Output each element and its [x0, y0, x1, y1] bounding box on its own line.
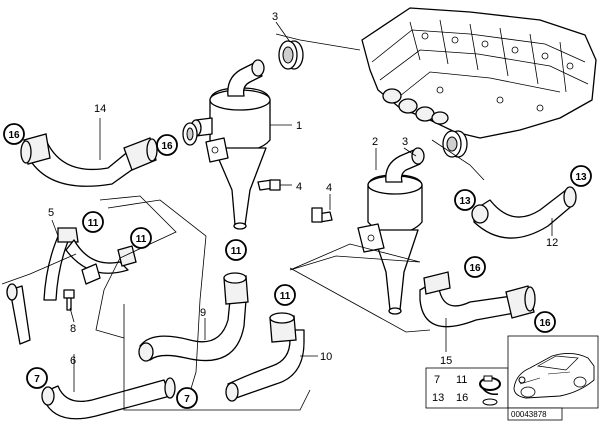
label-3-upper: 3 [272, 11, 278, 23]
svg-text:13: 13 [459, 196, 471, 207]
svg-text:16: 16 [8, 130, 20, 141]
hose-clamp-a [182, 122, 198, 146]
legend-16: 16 [456, 392, 468, 404]
svg-text:16: 16 [161, 141, 173, 152]
legend-11: 11 [456, 374, 467, 386]
part-numbers: 3 1 2 3 4 4 14 12 5 8 6 9 10 15 [48, 11, 558, 367]
svg-text:00043878: 00043878 [511, 410, 547, 419]
hose-5-assembly [43, 227, 137, 301]
label-5: 5 [48, 207, 54, 219]
clamp-icon [479, 375, 501, 406]
callout-16-middle: 16 [156, 134, 178, 156]
label-10: 10 [320, 351, 332, 363]
reference-number: 00043878 [507, 407, 563, 421]
label-4-lower: 4 [326, 182, 332, 194]
hose-12 [471, 186, 577, 239]
hose-15 [419, 271, 536, 328]
label-6: 6 [70, 355, 76, 367]
svg-text:11: 11 [136, 234, 147, 245]
svg-text:13: 13 [575, 172, 587, 183]
bolt-8 [63, 289, 75, 311]
hose-9 [138, 272, 249, 362]
label-9: 9 [200, 307, 206, 319]
hose-10 [225, 312, 305, 402]
hose-14 [20, 133, 158, 187]
seal-ring-upper [278, 40, 304, 70]
seal-ring-lower [442, 130, 468, 158]
callout-13-right: 13 [570, 165, 592, 187]
callout-16-right-upper: 16 [464, 256, 486, 278]
oil-separator-1 [190, 59, 271, 230]
oil-pan-housing [361, 7, 597, 139]
label-3-lower: 3 [402, 136, 408, 148]
oil-separator-2 [357, 147, 425, 315]
label-14: 14 [94, 103, 106, 115]
svg-text:7: 7 [34, 374, 40, 385]
leader-lines [1, 21, 553, 411]
label-2: 2 [372, 136, 378, 148]
legend-7: 7 [434, 374, 440, 386]
callout-16-left: 16 [3, 123, 25, 145]
svg-text:16: 16 [539, 318, 551, 329]
legend-13: 13 [432, 392, 444, 404]
bolt-upper [257, 179, 281, 191]
car-thumbnail [507, 335, 599, 409]
callout-13-left: 13 [454, 189, 476, 211]
callout-16-right-lower: 16 [534, 311, 556, 333]
legend-box: 7 11 13 16 [425, 367, 509, 409]
label-15: 15 [440, 355, 452, 367]
callout-11-b: 11 [130, 227, 152, 249]
svg-text:16: 16 [469, 263, 481, 274]
callout-11-d: 11 [274, 284, 296, 306]
svg-text:11: 11 [280, 291, 291, 302]
svg-text:11: 11 [88, 218, 99, 229]
label-1: 1 [296, 120, 302, 132]
callout-7-left: 7 [26, 367, 48, 389]
label-12: 12 [546, 237, 558, 249]
svg-text:11: 11 [231, 246, 242, 257]
callout-7-right: 7 [176, 387, 198, 409]
label-4-upper: 4 [296, 181, 302, 193]
bolt-lower [311, 207, 333, 223]
callout-11-a: 11 [82, 211, 104, 233]
svg-text:7: 7 [184, 394, 190, 405]
hose-6 [6, 283, 176, 420]
label-8: 8 [70, 323, 76, 335]
callout-11-c: 11 [225, 239, 247, 261]
